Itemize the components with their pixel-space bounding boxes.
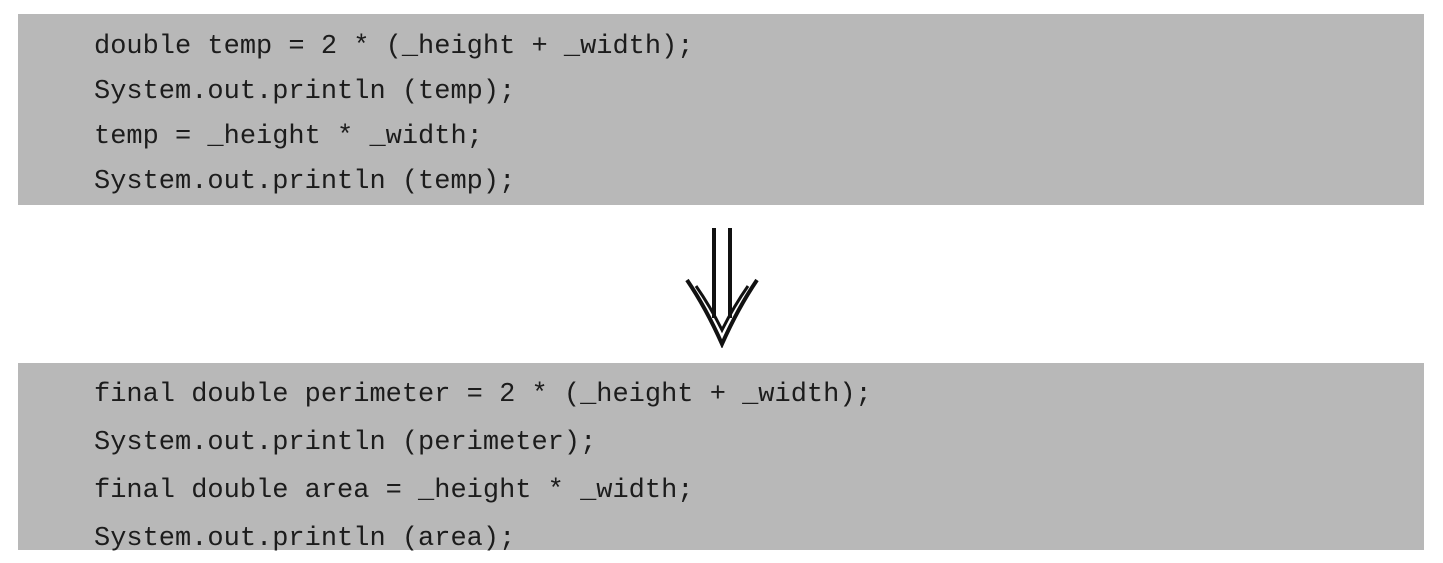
after-code-block: final double perimeter = 2 * (_height + … bbox=[18, 363, 1424, 554]
code-line: System.out.println (temp); bbox=[94, 77, 516, 107]
code-line: System.out.println (temp); bbox=[94, 167, 516, 197]
code-line: final double perimeter = 2 * (_height + … bbox=[94, 380, 872, 410]
code-line: System.out.println (area); bbox=[94, 524, 516, 554]
code-line: double temp = 2 * (_height + _width); bbox=[94, 32, 694, 62]
code-line: temp = _height * _width; bbox=[94, 122, 483, 152]
before-code-block: double temp = 2 * (_height + _width); Sy… bbox=[18, 14, 1424, 205]
code-line: final double area = _height * _width; bbox=[94, 476, 694, 506]
double-down-arrow-icon bbox=[685, 228, 759, 348]
code-line: System.out.println (perimeter); bbox=[94, 428, 597, 458]
